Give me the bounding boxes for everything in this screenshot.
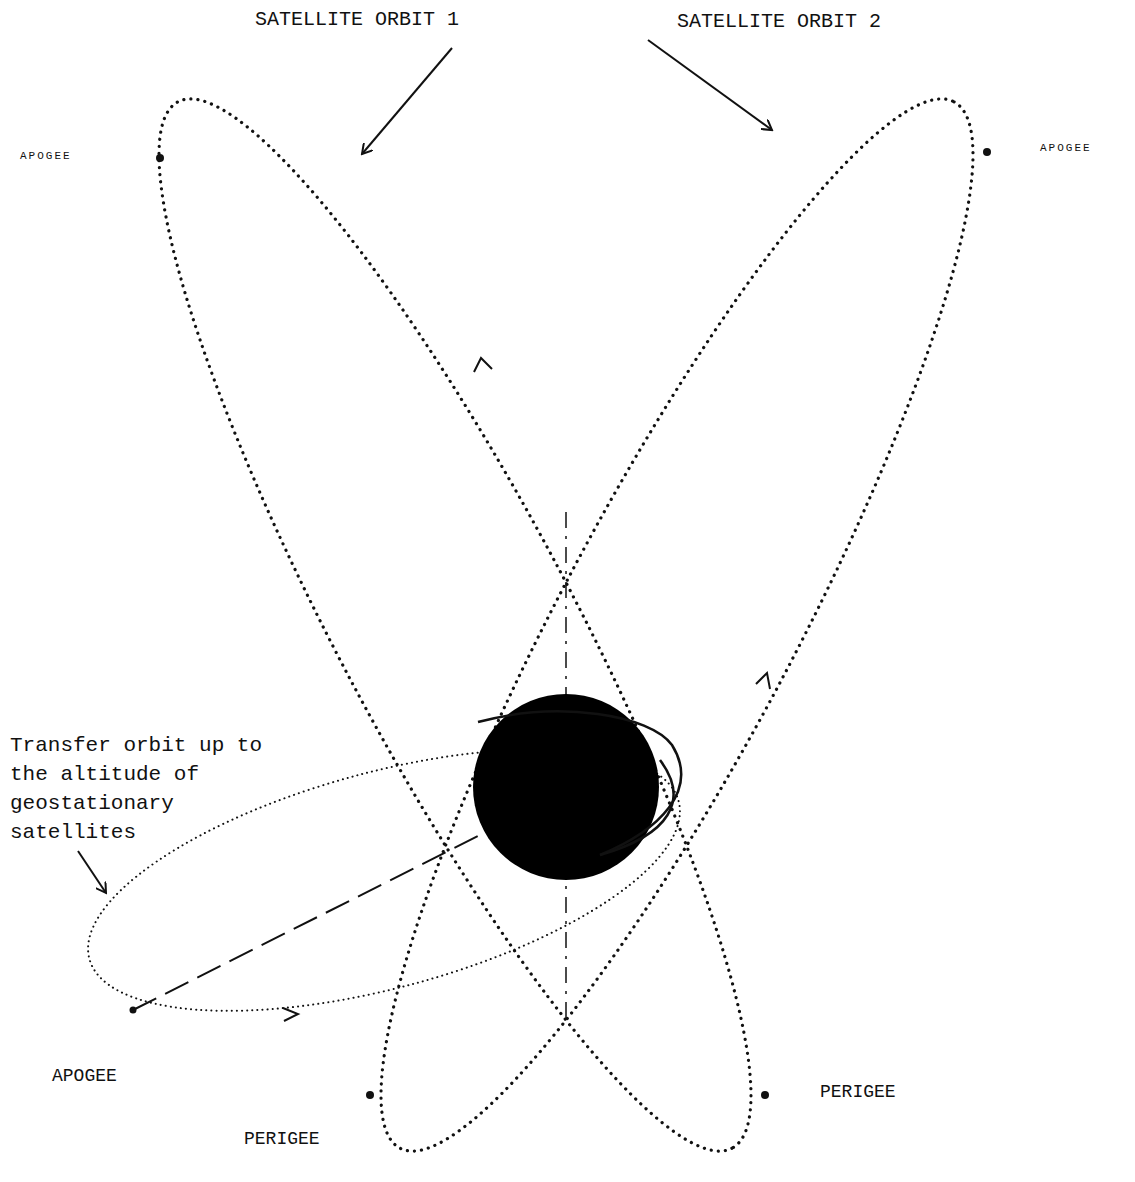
perigee-dot: [366, 1091, 374, 1099]
apogee-label: APOGEE: [20, 150, 72, 162]
direction-arrow: [283, 1008, 298, 1021]
direction-arrow: [474, 358, 492, 372]
orbit-title: SATELLITE ORBIT 1: [255, 8, 459, 31]
leader-arrow: [78, 851, 106, 893]
orbit-title: SATELLITE ORBIT 2: [677, 10, 881, 33]
transfer-axis: [133, 830, 490, 1010]
orbit-1: [74, 47, 837, 1182]
leader-arrow: [648, 40, 772, 130]
apogee-label: APOGEE: [1040, 142, 1092, 154]
direction-arrow: [756, 673, 770, 689]
transfer-orbit-near: [478, 712, 681, 855]
orbit-2: [296, 47, 1059, 1182]
perigee-label: PERIGEE: [244, 1129, 320, 1149]
apogee-dot: [130, 1007, 137, 1014]
transfer-orbit-near: [600, 760, 674, 855]
leader-arrow: [362, 48, 452, 154]
apogee-dot: [983, 148, 991, 156]
apogee-dot: [156, 154, 164, 162]
transfer-note: Transfer orbit up to the altitude of geo…: [10, 731, 272, 847]
perigee-dot: [761, 1091, 769, 1099]
apogee-label: APOGEE: [52, 1066, 117, 1086]
perigee-label: PERIGEE: [820, 1082, 896, 1102]
